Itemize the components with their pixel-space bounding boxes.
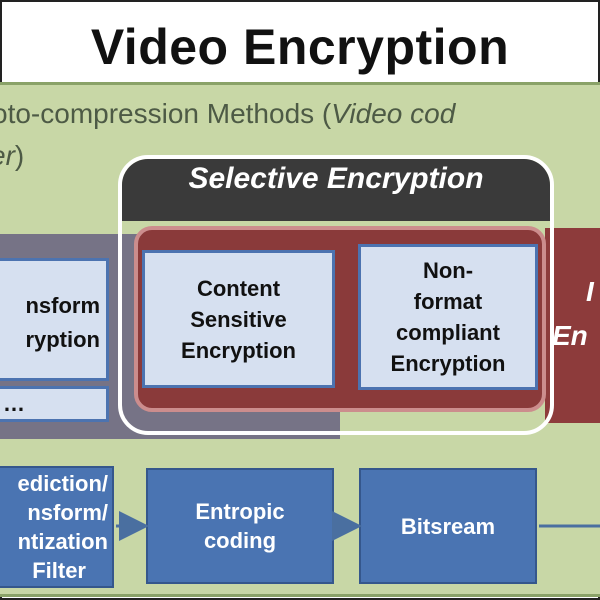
page-title: Video Encryption — [90, 19, 510, 75]
box-line: format — [413, 289, 483, 314]
panel-label-line-2: er) — [0, 140, 24, 172]
right-region-label: I En — [552, 270, 600, 358]
box-line: ntization — [17, 529, 108, 554]
content-sensitive-encryption-box: Content Sensitive Encryption — [142, 250, 335, 388]
box-line: Entropic — [195, 499, 285, 524]
panel-label-prefix: oto-compression Methods ( — [0, 98, 332, 129]
box-line: Content — [196, 275, 281, 301]
bitstream-box: Bitsream — [359, 468, 537, 584]
box-line: compliant — [396, 320, 500, 345]
right-region-line: I — [586, 276, 594, 307]
panel-label-suffix: ) — [14, 140, 25, 171]
box-line: Non- — [422, 258, 474, 283]
box-line: nsform — [25, 293, 100, 318]
transform-encryption-box: nsform ryption — [0, 258, 109, 381]
box-line: coding — [203, 528, 277, 553]
box-line: ryption — [25, 327, 100, 352]
entropic-coding-box: Entropic coding — [146, 468, 334, 584]
non-format-compliant-encryption-box: Non- format compliant Encryption — [358, 244, 538, 390]
right-encryption-region — [545, 228, 600, 423]
box-line: Sensitive — [190, 306, 287, 332]
panel-label-line-1: oto-compression Methods (Video cod — [0, 98, 455, 130]
box-line: nsform/ — [27, 500, 108, 525]
right-region-line: En — [552, 320, 588, 351]
box-line: Encryption — [390, 351, 506, 376]
box-line: ediction/ — [17, 471, 108, 496]
selective-encryption-header — [122, 159, 550, 221]
box-line: Encryption — [181, 337, 296, 363]
selective-encryption-group — [118, 155, 554, 435]
panel-label-italic-2: er — [0, 140, 15, 171]
prediction-transform-box: ediction/ nsform/ ntization Filter — [0, 466, 114, 588]
selective-encryption-title: Selective Encryption — [188, 162, 484, 195]
more-methods-box: … — [0, 386, 109, 422]
panel-label-italic: Video cod — [331, 98, 456, 129]
box-line: Filter — [32, 558, 86, 583]
